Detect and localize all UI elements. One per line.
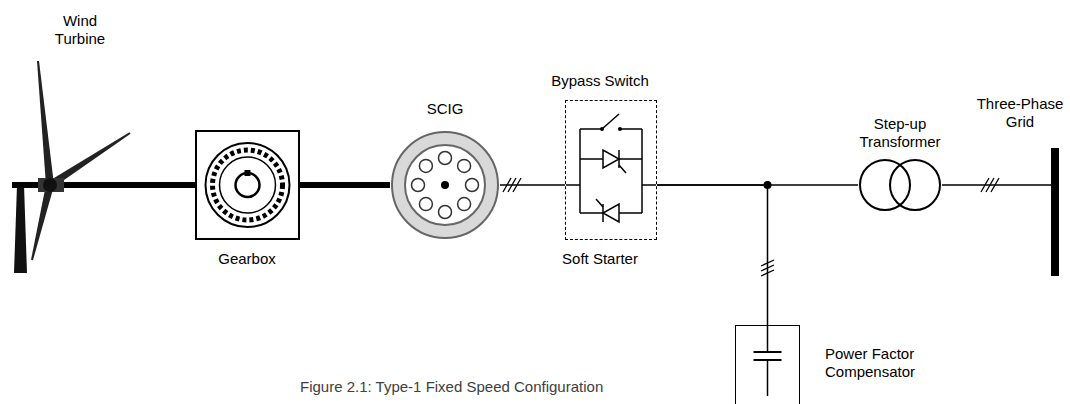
caption-holder: Figure 2.1: Type-1 Fixed Speed Configura… — [300, 378, 603, 396]
phase-tick — [761, 270, 774, 276]
thyristor-gate — [596, 199, 603, 207]
transformer-symbol-shape — [858, 158, 942, 212]
switch-contact — [618, 127, 622, 131]
wind-turbine: Wind Turbine — [8, 55, 148, 275]
component-label: Bypass Switch — [530, 72, 670, 90]
label-holder: Wind Turbine — [45, 12, 115, 48]
thyristor-symbol — [603, 204, 619, 222]
label-holder: Power Factor Compensator — [825, 345, 935, 381]
three-phase-mark — [761, 260, 774, 276]
gearbox-box-shape — [197, 132, 298, 238]
tower — [14, 185, 27, 273]
transformer-symbol: Step-up Transformer — [858, 158, 942, 212]
phase-tick — [513, 178, 521, 192]
rotor-disc — [405, 145, 485, 225]
capacitor-lead — [767, 360, 769, 396]
compensator-box: Power Factor Compensator — [735, 325, 800, 404]
stator-ring — [392, 132, 498, 238]
bypass-wire — [620, 128, 642, 130]
main-shaft — [12, 182, 148, 188]
label-holder: Soft Starter — [530, 250, 670, 268]
gear-hub — [236, 173, 260, 197]
rotor-bar — [466, 179, 479, 192]
figure-caption: Figure 2.1: Type-1 Fixed Speed Configura… — [300, 378, 603, 396]
soft-starter-box: Bypass SwitchSoft Starter — [565, 100, 657, 240]
soft-starter-box-shape — [566, 101, 656, 239]
wind-turbine-shape — [8, 55, 148, 275]
rotor-bar — [458, 159, 471, 172]
label-holder: Step-up Transformer — [855, 115, 945, 151]
switch-contact — [600, 127, 604, 131]
gear-teeth — [213, 150, 283, 220]
label-holder: SCIG — [395, 100, 495, 118]
component-label: Power Factor Compensator — [825, 345, 935, 381]
power-line — [942, 184, 1051, 186]
phase-tick — [761, 260, 774, 266]
capacitor-plate — [754, 351, 782, 353]
rotor-blade — [37, 61, 54, 185]
rotor-hub — [43, 178, 57, 192]
power-line — [657, 185, 768, 325]
rotor-blade — [31, 184, 54, 260]
thyristor-wire — [619, 212, 642, 214]
rotor-bar — [419, 159, 432, 172]
lead-wire — [579, 129, 581, 213]
thyristor-gate — [619, 165, 626, 173]
component-label: Three-Phase Grid — [975, 95, 1065, 131]
capacitor-lead — [767, 326, 769, 352]
thyristor-wire — [580, 212, 603, 214]
gear-ring — [220, 157, 276, 213]
thyristor-symbol — [603, 150, 619, 168]
three-phase-mark — [503, 178, 521, 192]
rotor-bar — [412, 179, 425, 192]
rotor-axis — [441, 181, 449, 189]
label-holder: Bypass Switch — [530, 72, 670, 90]
gear-outer — [206, 143, 290, 227]
drive-shaft — [148, 182, 195, 188]
label-holder: Gearbox — [197, 250, 297, 268]
lead-wire — [641, 129, 643, 213]
component-label: Soft Starter — [530, 250, 670, 268]
thyristor-wire — [619, 158, 642, 160]
rotor-bar — [419, 198, 432, 211]
label-holder: Three-Phase Grid — [975, 95, 1065, 131]
generator-circle: SCIG — [390, 130, 500, 240]
lead-wire — [642, 184, 656, 186]
nacelle — [38, 178, 64, 192]
transformer-winding — [860, 160, 910, 210]
rotor-bar — [439, 152, 452, 165]
component-label: Wind Turbine — [45, 12, 115, 48]
junction-dot — [764, 181, 772, 189]
component-label: Step-up Transformer — [855, 115, 945, 151]
component-label: SCIG — [395, 100, 495, 118]
phase-tick — [991, 178, 999, 192]
power-line — [500, 184, 565, 186]
phase-tick — [761, 265, 774, 271]
gear-key — [245, 170, 251, 176]
gearbox-box: Gearbox — [195, 130, 300, 240]
thyristor-wire — [580, 158, 603, 160]
component-label: Gearbox — [197, 250, 297, 268]
transformer-winding — [890, 160, 940, 210]
three-phase-mark — [981, 178, 999, 192]
compensator-box-shape — [736, 326, 799, 404]
drive-shaft — [300, 182, 390, 188]
bypass-wire — [580, 128, 602, 130]
lead-wire — [566, 184, 580, 186]
grid-bus: Three-Phase Grid — [1051, 148, 1059, 276]
rotor-bar — [439, 206, 452, 219]
rotor-bar — [458, 198, 471, 211]
generator-circle-shape — [390, 130, 500, 240]
bypass-switch-blade — [602, 114, 619, 129]
